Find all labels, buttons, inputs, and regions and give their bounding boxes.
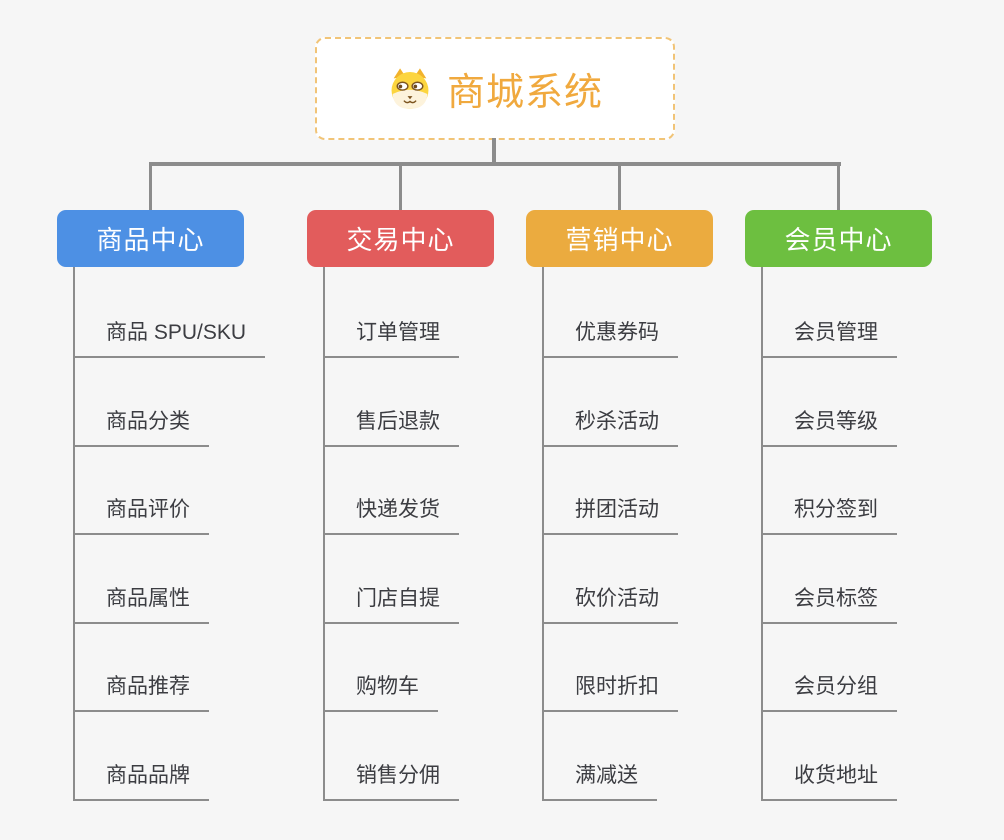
leaf-node[interactable]: 销售分佣 [323,761,459,801]
branch-column: 营销中心优惠券码秒杀活动拼团活动砍价活动限时折扣满减送 [526,210,776,820]
leaf-node[interactable]: 满减送 [542,761,657,801]
leaf-node[interactable]: 限时折扣 [542,672,678,712]
leaf-node[interactable]: 砍价活动 [542,584,678,624]
branch-node[interactable]: 会员中心 [745,210,932,267]
connector-branch-drop [837,164,840,210]
connector-branch-drop [399,164,402,210]
leaf-node[interactable]: 积分签到 [761,495,897,535]
leaf-node[interactable]: 拼团活动 [542,495,678,535]
branch-column: 交易中心订单管理售后退款快递发货门店自提购物车销售分佣 [307,210,557,820]
leaf-node[interactable]: 会员等级 [761,407,897,447]
branch-column: 会员中心会员管理会员等级积分签到会员标签会员分组收货地址 [745,210,995,820]
leaf-node[interactable]: 商品 SPU/SKU [73,318,266,358]
leaf-node[interactable]: 快递发货 [323,495,459,535]
root-title: 商城系统 [446,72,603,114]
connector-root-drop [492,138,496,164]
leaf-node[interactable]: 购物车 [323,672,438,712]
leaf-node[interactable]: 会员标签 [761,584,897,624]
leaf-node[interactable]: 会员管理 [761,318,897,358]
dog-face-icon [391,67,429,109]
branch-node[interactable]: 营销中心 [526,210,713,267]
leaf-node[interactable]: 商品评价 [73,495,209,535]
branch-column: 商品中心商品 SPU/SKU 商品分类商品评价商品属性商品推荐商品品牌 [57,210,307,820]
branch-node[interactable]: 商品中心 [57,210,244,267]
connector-branch-drop [618,164,621,210]
leaf-node[interactable]: 商品分类 [73,407,209,447]
leaf-node[interactable]: 订单管理 [323,318,459,358]
leaf-node[interactable]: 会员分组 [761,672,897,712]
leaf-node[interactable]: 收货地址 [761,761,897,801]
connector-branch-drop [149,164,152,210]
leaf-node[interactable]: 优惠券码 [542,318,678,358]
leaf-node[interactable]: 售后退款 [323,407,459,447]
leaf-node[interactable]: 商品推荐 [73,672,209,712]
root-node[interactable]: 商城系统 [315,37,675,140]
leaf-node[interactable]: 秒杀活动 [542,407,678,447]
leaf-node[interactable]: 商品品牌 [73,761,209,801]
branch-node[interactable]: 交易中心 [307,210,494,267]
connector-horizontal-trunk [149,162,841,166]
leaf-node[interactable]: 门店自提 [323,584,459,624]
leaf-node[interactable]: 商品属性 [73,584,209,624]
